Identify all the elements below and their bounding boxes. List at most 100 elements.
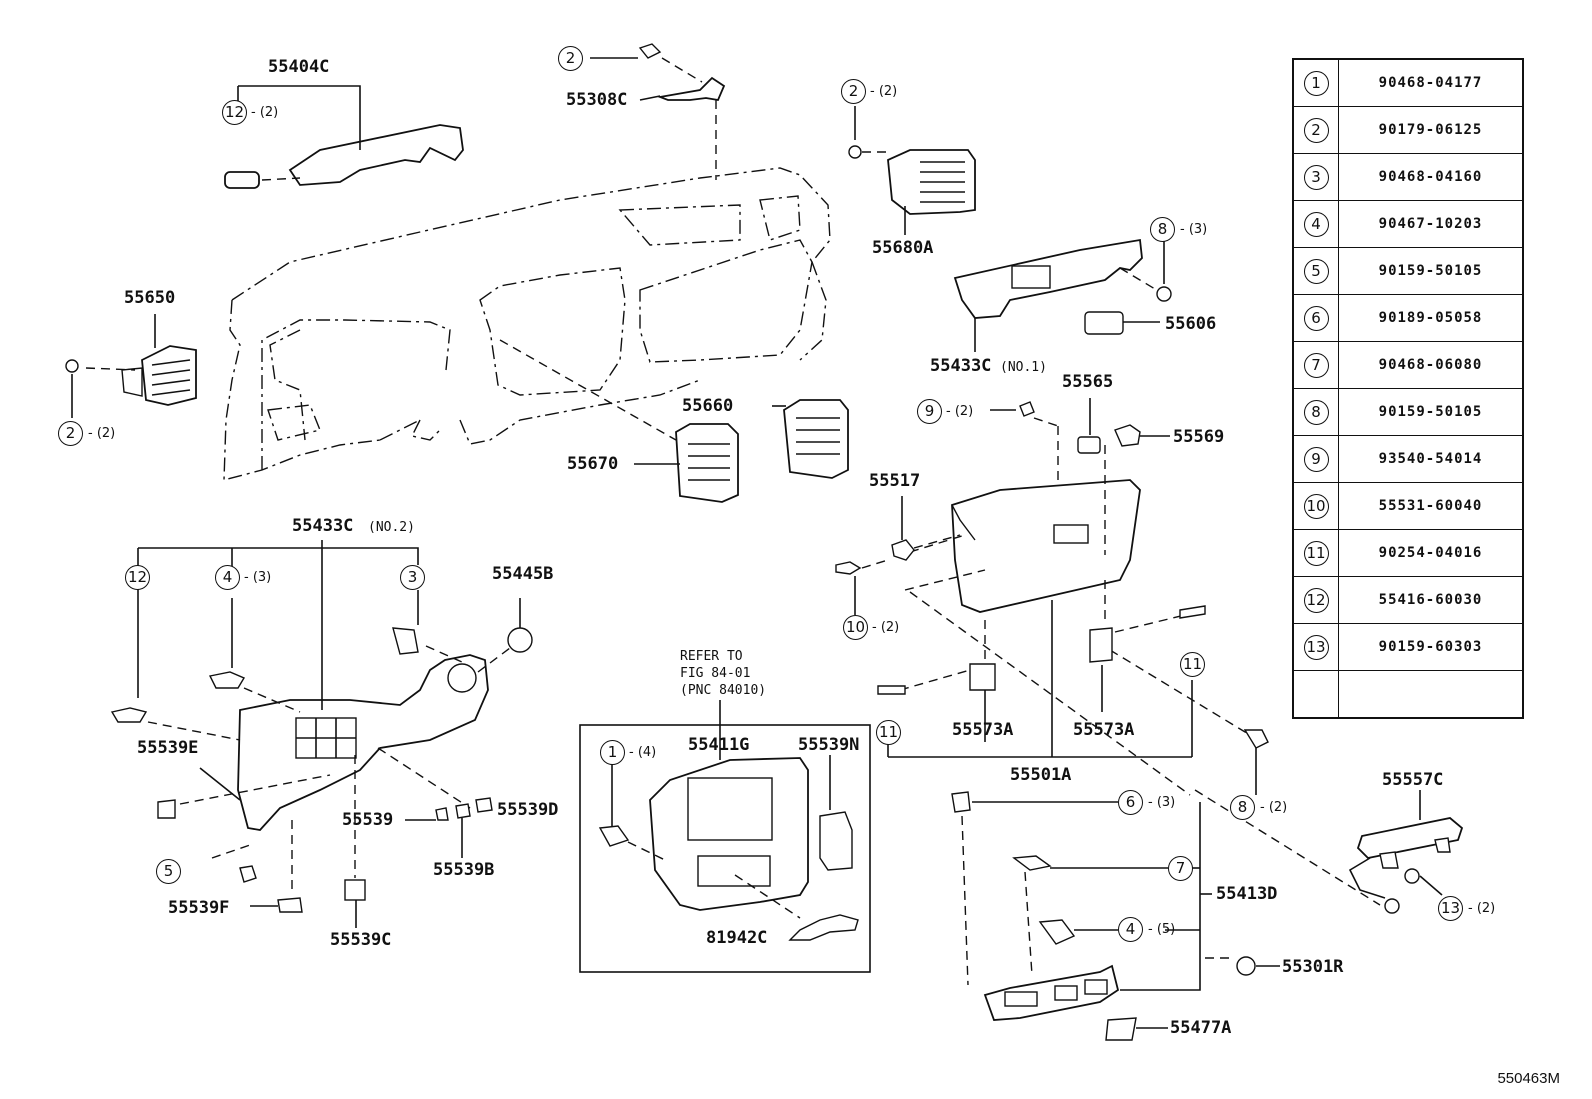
callout-7: 7 xyxy=(1168,856,1193,881)
legend-part-number: 90159-60303 xyxy=(1378,639,1483,655)
legend-part-number: 90468-04160 xyxy=(1378,169,1483,185)
callout-11-left: 11 xyxy=(876,720,901,745)
label-55539C: 55539C xyxy=(330,930,392,950)
legend-part-number: 90189-05058 xyxy=(1378,310,1483,326)
callout-8-low: 8 xyxy=(1230,795,1255,820)
label-55301R: 55301R xyxy=(1282,957,1344,977)
callout-1-box: 1 xyxy=(600,740,625,765)
legend-key-number: 7 xyxy=(1303,352,1329,378)
label-55650: 55650 xyxy=(124,288,176,308)
legend-key-cell: 5 xyxy=(1294,248,1339,294)
callout-4-low: 4 xyxy=(215,565,240,590)
legend-key-number: 12 xyxy=(1303,587,1329,613)
legend-key-number: 2 xyxy=(1303,117,1329,143)
legend-key-cell: 3 xyxy=(1294,154,1339,200)
callout-11-right: 11 xyxy=(1180,652,1205,677)
callout-6-qty: - (3) xyxy=(1148,795,1176,810)
label-55660: 55660 xyxy=(682,396,734,416)
callout-10: 10 xyxy=(843,615,868,640)
legend-key-number: 9 xyxy=(1303,446,1329,472)
legend-row: 8 90159-50105 xyxy=(1294,389,1522,436)
label-55539N: 55539N xyxy=(798,735,860,755)
label-55433C-no1: 55433C xyxy=(930,356,992,376)
legend-key-cell: 13 xyxy=(1294,624,1339,670)
legend-key-number: 13 xyxy=(1303,634,1329,660)
legend-key-cell: 2 xyxy=(1294,107,1339,153)
part-number-legend-table: 1 90468-04177 2 90179-06125 3 90468-04160 4 904… xyxy=(1292,58,1524,719)
center-cluster-box xyxy=(579,700,871,973)
callout-2-left-qty: - (2) xyxy=(88,426,116,441)
label-55433C-no2: 55433C xyxy=(292,516,354,536)
legend-key-cell: 9 xyxy=(1294,436,1339,482)
callout-8-top-qty: - (3) xyxy=(1180,222,1208,237)
legend-part-number: 90254-04016 xyxy=(1378,545,1483,561)
legend-key-cell: 6 xyxy=(1294,295,1339,341)
legend-row: 1 90468-04177 xyxy=(1294,60,1522,107)
legend-key-number: 3 xyxy=(1303,164,1329,190)
garnish-55404C xyxy=(224,85,464,189)
vent-55680A xyxy=(848,106,976,235)
legend-part-number: 55416-60030 xyxy=(1378,592,1483,608)
legend-row: 4 90467-10203 xyxy=(1294,201,1522,248)
label-55445B: 55445B xyxy=(492,564,554,584)
callout-2-vent-qty: - (2) xyxy=(870,84,898,99)
callout-12-low: 12 xyxy=(125,565,150,590)
legend-part-number: 90468-04177 xyxy=(1378,75,1483,91)
label-55569: 55569 xyxy=(1173,427,1225,447)
legend-part-number: 90159-50105 xyxy=(1378,404,1483,420)
legend-key-number: 10 xyxy=(1303,493,1329,519)
label-55413D: 55413D xyxy=(1216,884,1278,904)
legend-key-cell: 11 xyxy=(1294,530,1339,576)
instrument-panel-outline xyxy=(223,167,831,481)
callout-4-low-qty: - (3) xyxy=(244,570,272,585)
legend-part-number: 90467-10203 xyxy=(1378,216,1483,232)
legend-row: 10 55531-60040 xyxy=(1294,483,1522,530)
legend-key-number: 8 xyxy=(1303,399,1329,425)
label-81942C: 81942C xyxy=(706,928,768,948)
refer-note-line1: REFER TO xyxy=(680,649,743,664)
callout-13: 13 xyxy=(1438,896,1463,921)
legend-row: 13 90159-60303 xyxy=(1294,624,1522,671)
legend-part-number: 55531-60040 xyxy=(1378,498,1483,514)
label-55404C: 55404C xyxy=(268,57,330,77)
label-55433C-no1-note: (NO.1) xyxy=(1000,360,1047,375)
legend-key-number: 1 xyxy=(1303,70,1329,96)
legend-key-number: 5 xyxy=(1303,258,1329,284)
label-55539: 55539 xyxy=(342,810,394,830)
label-55573A-right: 55573A xyxy=(1073,720,1135,740)
vent-55660 xyxy=(772,399,849,479)
lower-trim-55413D xyxy=(951,791,1280,1041)
legend-key-cell: 12 xyxy=(1294,577,1339,623)
legend-key-number: 4 xyxy=(1303,211,1329,237)
legend-part-number: 93540-54014 xyxy=(1378,451,1483,467)
label-55539F: 55539F xyxy=(168,898,230,918)
callout-9-qty: - (2) xyxy=(946,404,974,419)
legend-key-cell: 10 xyxy=(1294,483,1339,529)
panel-55433C-no1 xyxy=(953,238,1172,352)
legend-row: 9 93540-54014 xyxy=(1294,436,1522,483)
legend-part-number: 90468-06080 xyxy=(1378,357,1483,373)
label-55557C: 55557C xyxy=(1382,770,1444,790)
legend-key-cell: 1 xyxy=(1294,60,1339,106)
label-55411G: 55411G xyxy=(688,735,750,755)
callout-4-right: 4 xyxy=(1118,917,1143,942)
legend-row: 6 90189-05058 xyxy=(1294,295,1522,342)
label-55573A-left: 55573A xyxy=(952,720,1014,740)
callout-10-qty: - (2) xyxy=(872,620,900,635)
legend-row: 2 90179-06125 xyxy=(1294,107,1522,154)
label-55670: 55670 xyxy=(567,454,619,474)
legend-row xyxy=(1294,671,1522,717)
legend-row: 11 90254-04016 xyxy=(1294,530,1522,577)
legend-key-cell: 4 xyxy=(1294,201,1339,247)
glove-box-55501A xyxy=(835,398,1381,906)
callout-8-low-qty: - (2) xyxy=(1260,800,1288,815)
label-55606: 55606 xyxy=(1165,314,1217,334)
callout-6: 6 xyxy=(1118,790,1143,815)
label-55501A: 55501A xyxy=(1010,765,1072,785)
legend-part-number: 90179-06125 xyxy=(1378,122,1483,138)
callout-2-top: 2 xyxy=(558,46,583,71)
bracket-55308C xyxy=(590,43,726,180)
figure-number: 550463M xyxy=(1497,1070,1560,1087)
vent-55650 xyxy=(65,314,197,418)
